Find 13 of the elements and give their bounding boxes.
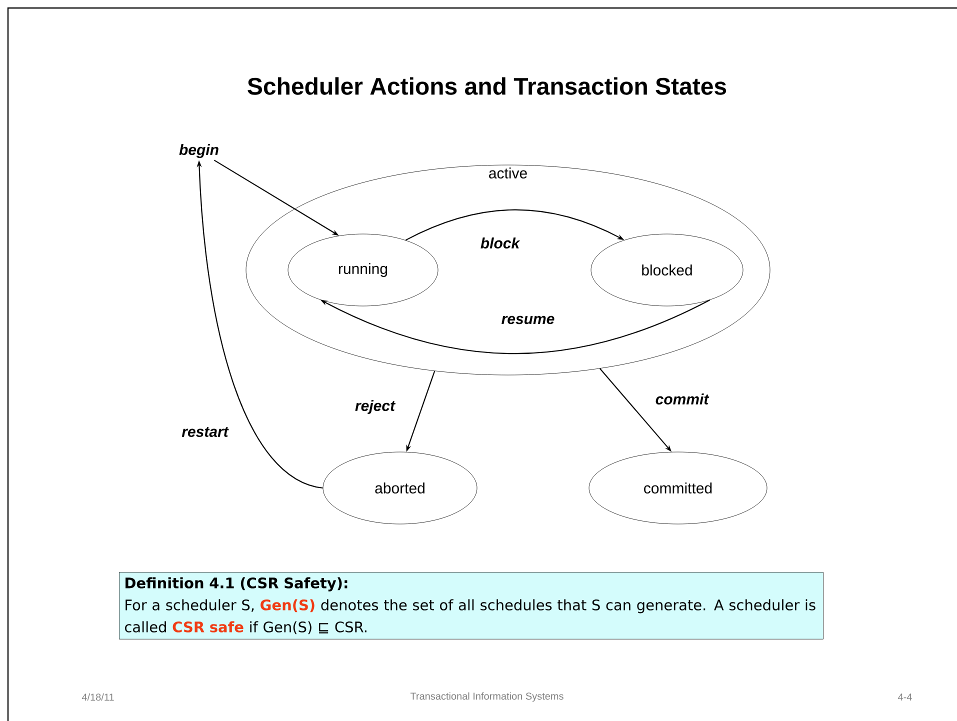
edge-label: restart xyxy=(182,427,229,437)
definition-box xyxy=(119,572,824,640)
edge-label: reject xyxy=(355,400,396,414)
slide-title: Scheduler Actions and Transaction States xyxy=(248,77,726,95)
edge-label: resume xyxy=(502,316,554,324)
definition-text: For a scheduler S, Gen(S) denotes the set of all schedules that S can generate. A scheduler is called CSR safe if Gen(S) ⊑ CSR. xyxy=(125,599,816,634)
footer-title: Transactional Information Systems xyxy=(410,692,564,702)
action-label: begin xyxy=(179,144,218,158)
edge-label: block xyxy=(480,238,520,248)
edge-label: commit xyxy=(656,394,710,404)
definition-heading: Definition 4.1 (CSR Safety): xyxy=(126,577,348,592)
page-number: 4-4 xyxy=(898,694,912,700)
footer-date: 4/18/11 xyxy=(82,693,114,701)
